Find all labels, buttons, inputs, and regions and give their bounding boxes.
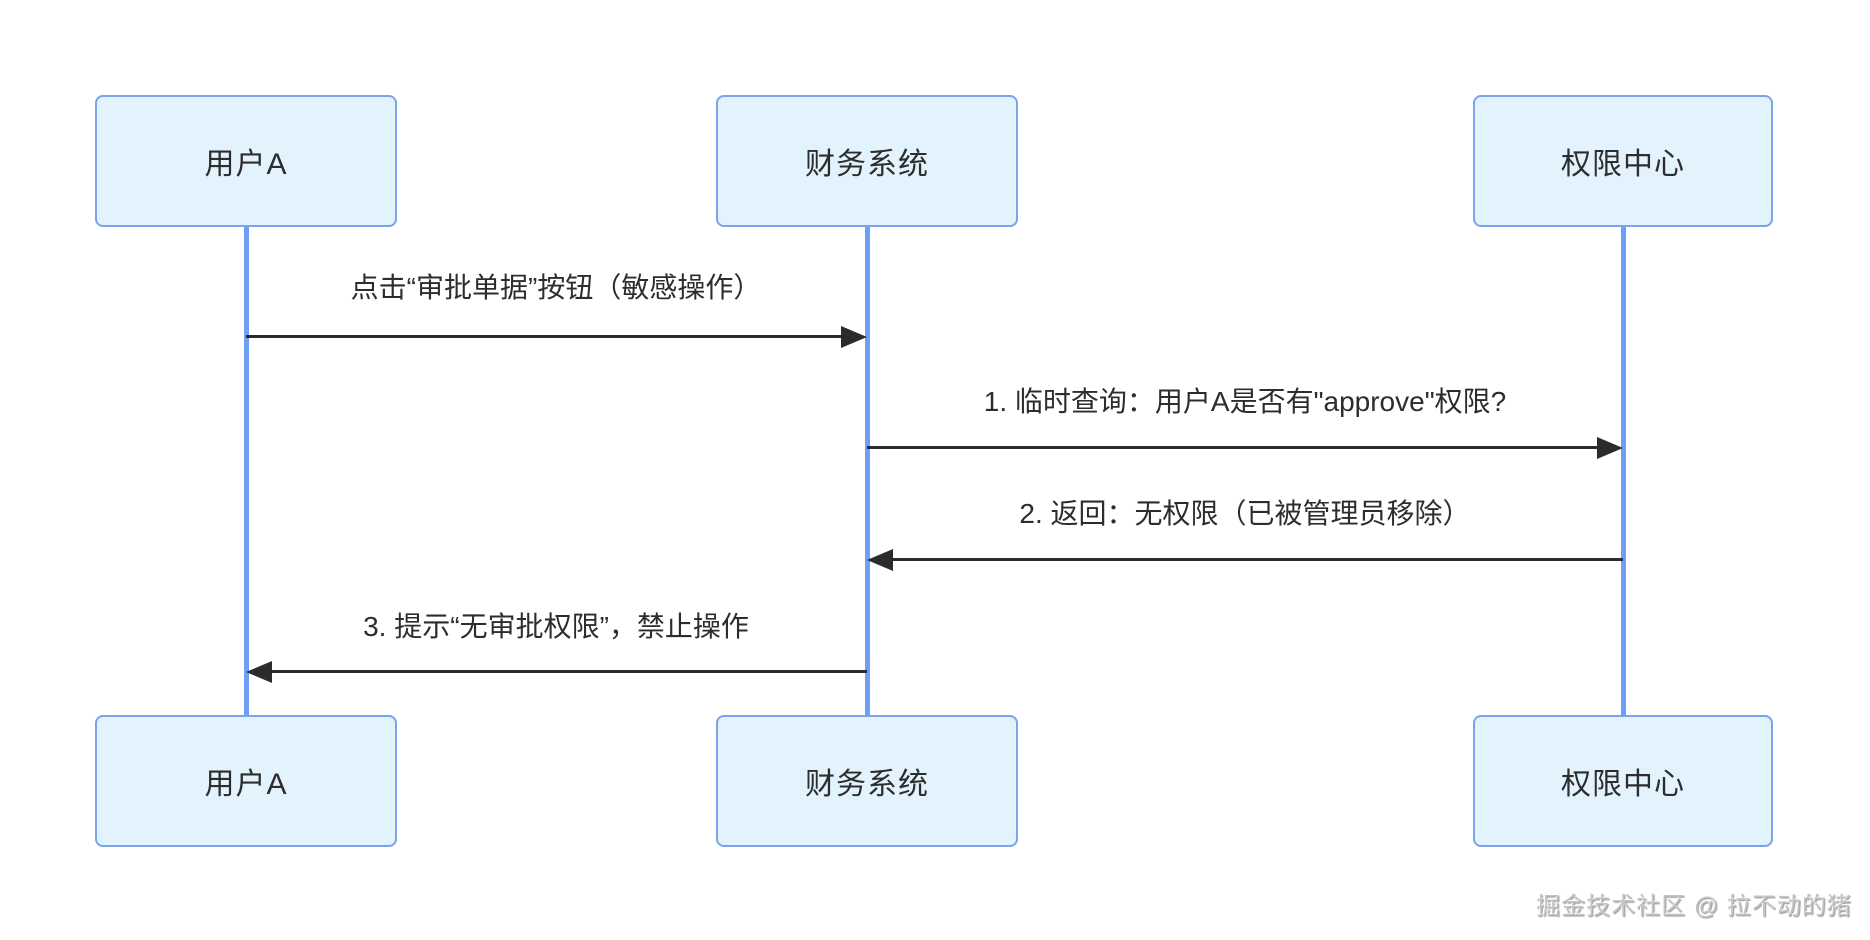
message-label-query-permission: 1. 临时查询：用户A是否有"approve"权限? xyxy=(983,386,1507,417)
message-arrow-1-right xyxy=(246,325,867,349)
arrow-head-icon xyxy=(1597,437,1623,459)
actor-label-user-a: 用户A xyxy=(204,148,288,181)
actor-box-perm-center-top: 权限中心 xyxy=(1473,95,1773,227)
lifeline-user-a xyxy=(244,227,249,715)
lifeline-perm-center xyxy=(1621,227,1626,715)
actor-label-finance-sys: 财务系统 xyxy=(805,768,929,801)
actor-label-finance-sys: 财务系统 xyxy=(805,148,929,181)
message-arrow-4-left xyxy=(246,660,867,684)
message-arrow-2-right xyxy=(867,436,1623,460)
arrow-line xyxy=(246,335,847,338)
message-label-deny-operation: 3. 提示“无审批权限”，禁止操作 xyxy=(363,611,749,642)
actor-label-user-a: 用户A xyxy=(204,768,288,801)
watermark-text: 掘金技术社区 @ 拉不动的猪 xyxy=(1536,893,1852,920)
message-label-return-no-permission: 2. 返回：无权限（已被管理员移除） xyxy=(1019,498,1471,529)
actor-box-finance-sys-top: 财务系统 xyxy=(716,95,1018,227)
message-label-click-approve-button: 点击“审批单据”按钮（敏感操作） xyxy=(350,272,762,303)
arrow-line xyxy=(887,558,1623,561)
actor-box-user-a-top: 用户A xyxy=(95,95,397,227)
arrow-head-icon xyxy=(841,326,867,348)
actor-label-perm-center: 权限中心 xyxy=(1561,768,1685,801)
actor-label-perm-center: 权限中心 xyxy=(1561,148,1685,181)
actor-box-user-a-bottom: 用户A xyxy=(95,715,397,847)
message-arrow-3-left xyxy=(867,548,1623,572)
actor-box-perm-center-bottom: 权限中心 xyxy=(1473,715,1773,847)
actor-box-finance-sys-bottom: 财务系统 xyxy=(716,715,1018,847)
arrow-line xyxy=(867,446,1603,449)
arrow-head-icon xyxy=(246,661,272,683)
arrow-line xyxy=(266,670,867,673)
arrow-head-icon xyxy=(867,549,893,571)
lifeline-finance-sys xyxy=(865,227,870,715)
